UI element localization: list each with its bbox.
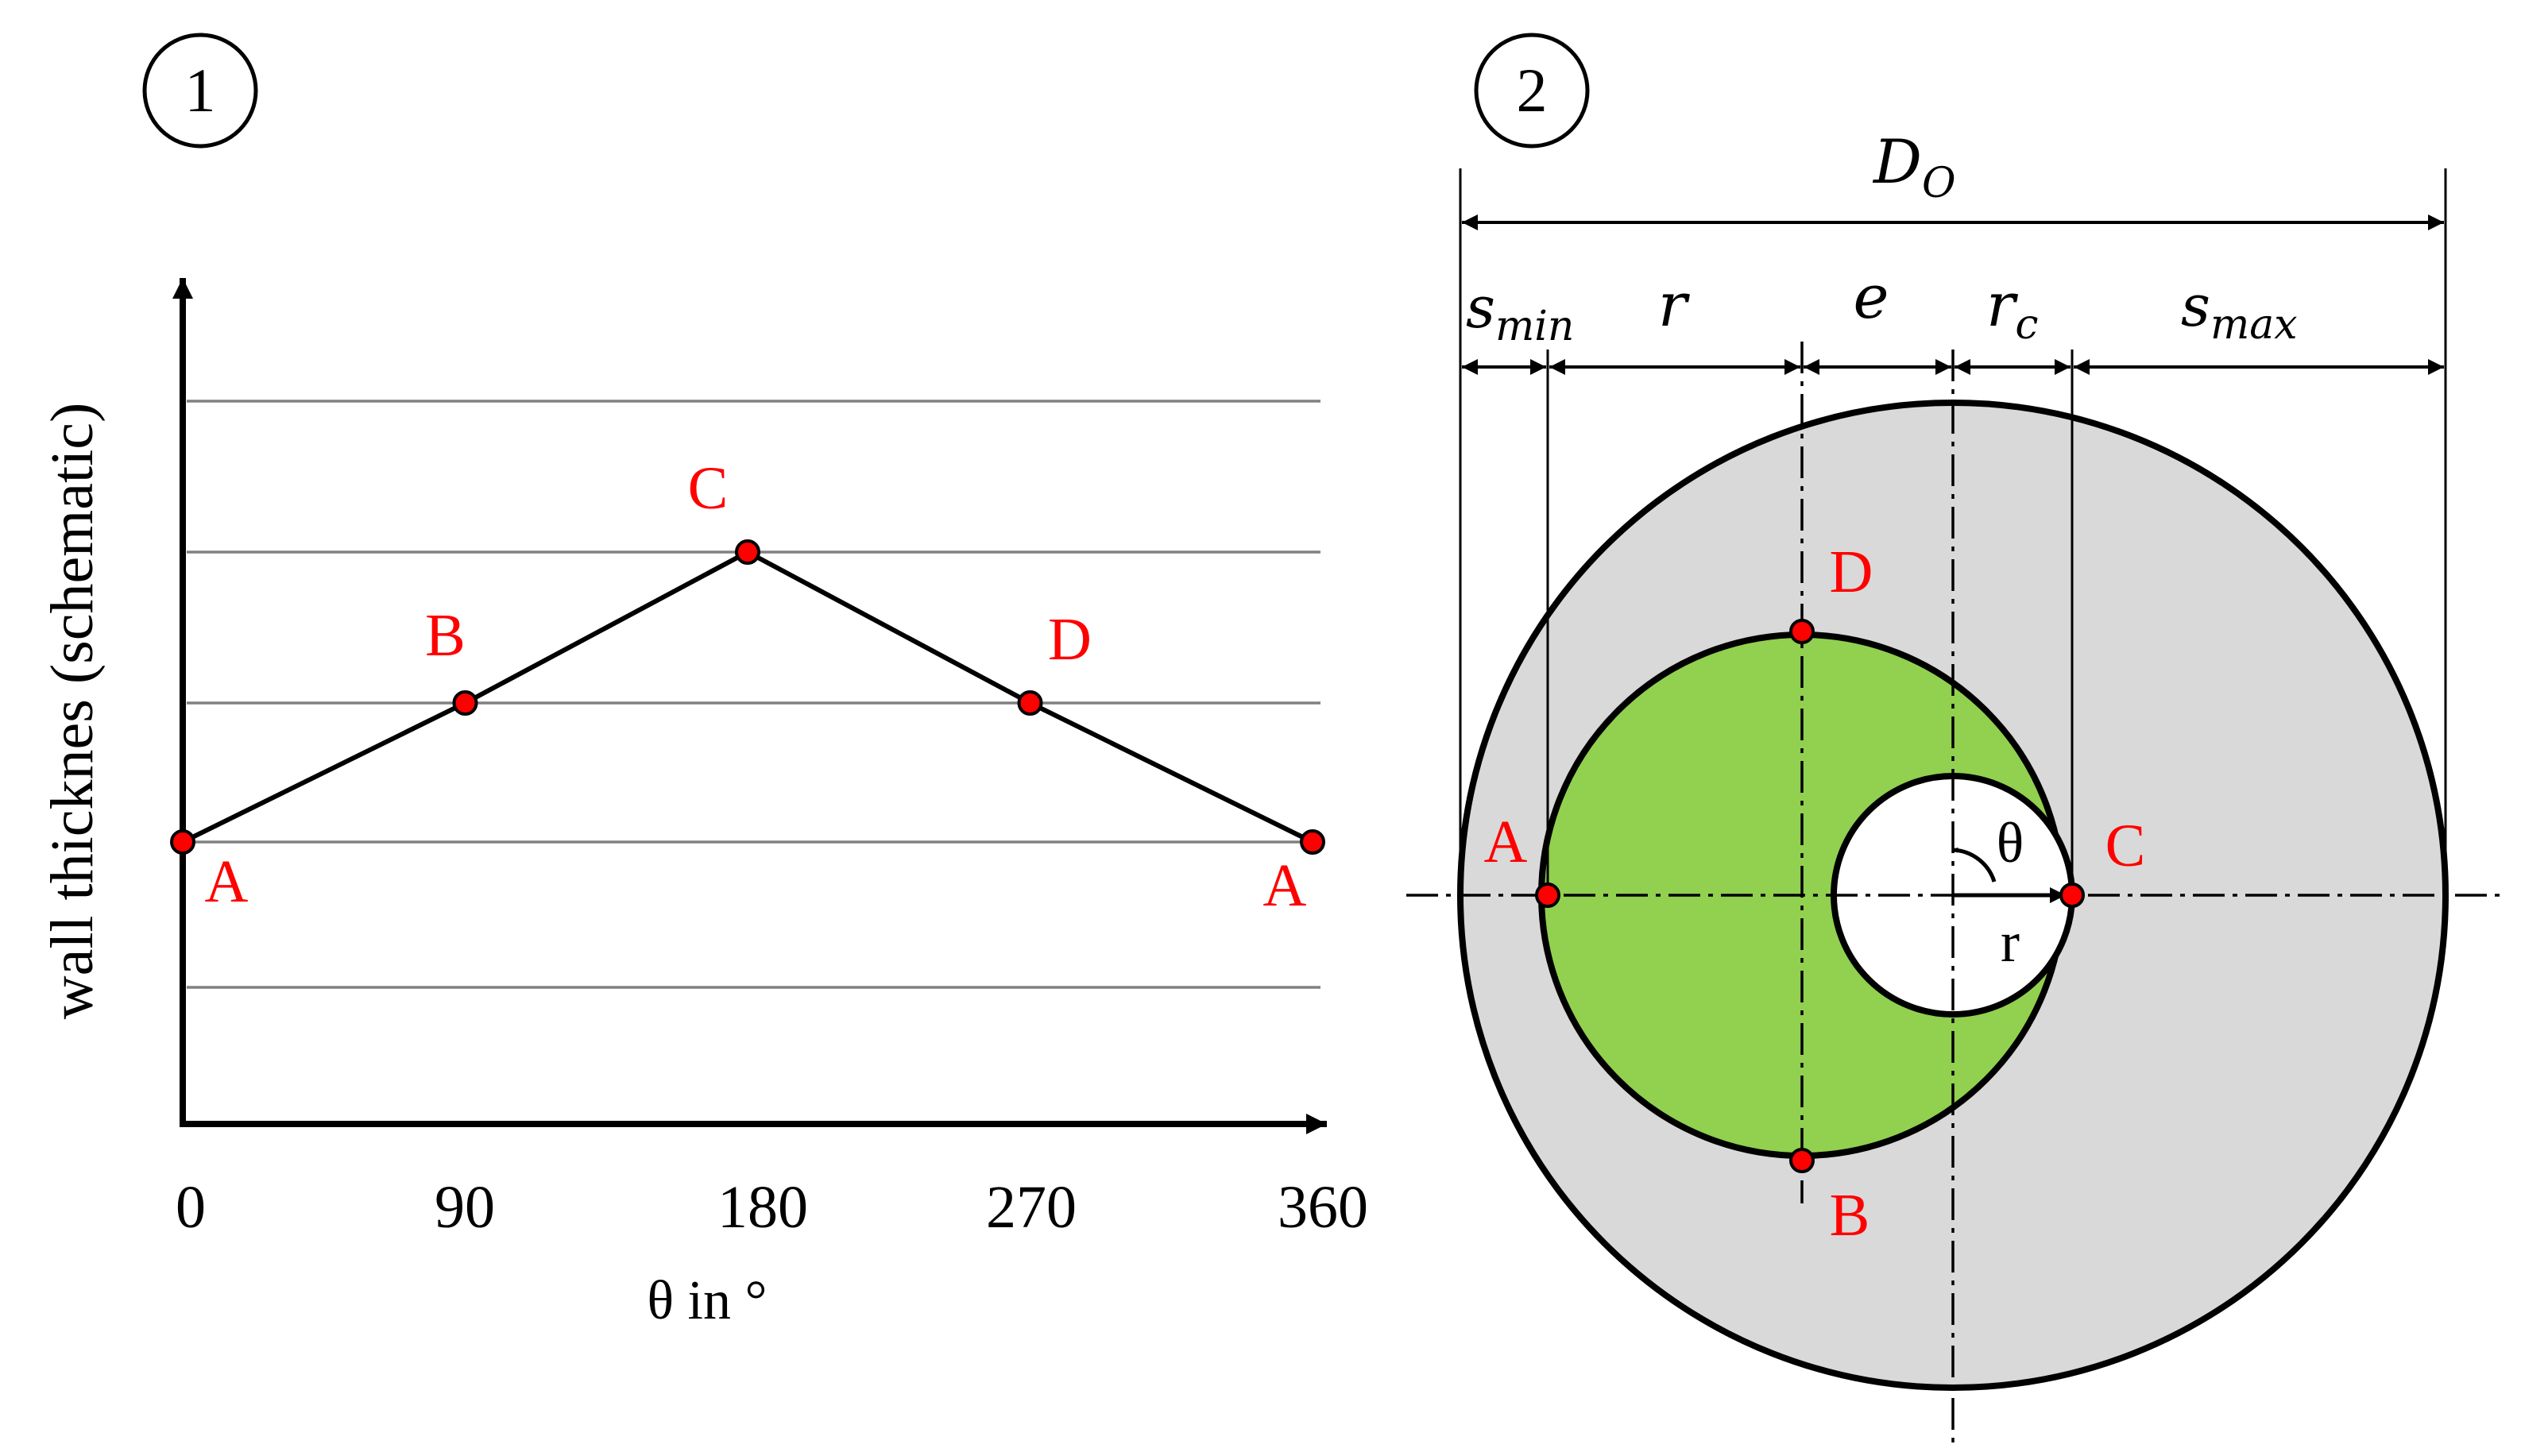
gridlines [187, 400, 1320, 989]
x-tick-label: 360 [1278, 1174, 1368, 1241]
label-e: e [1854, 261, 1889, 332]
data-point-label: B [425, 602, 466, 669]
x-tick-label: 180 [717, 1174, 808, 1241]
panel-1: 1 wall thicknes (schematic) 0 90 180 270 360… [39, 33, 1368, 1331]
panel-2-points [1535, 619, 2085, 1173]
point-C [2059, 882, 2085, 908]
wall-thickness-line [181, 549, 1314, 844]
label-point-D: D [1830, 539, 1873, 605]
panel-1-number-circle [142, 33, 258, 149]
x-axis-label: θ in ° [648, 1270, 768, 1331]
data-point-label: C [688, 455, 729, 522]
data-point [170, 829, 195, 855]
panel-2-number-circle [1474, 33, 1590, 149]
label-point-B: B [1830, 1182, 1870, 1249]
x-tick-label: 0 [176, 1174, 206, 1241]
label-smax: smax [2181, 272, 2298, 349]
point-A [1535, 882, 1560, 908]
x-tick-label: 90 [435, 1174, 495, 1241]
panel-2-number: 2 [1517, 56, 1548, 125]
data-point-label: A [205, 848, 249, 915]
y-axis-label: wall thicknes (schematic) [39, 403, 106, 1020]
label-rc: rc [1986, 269, 2038, 349]
label-theta: θ [1997, 811, 2024, 875]
label-r-vector: r [2001, 910, 2020, 974]
data-points [170, 539, 1325, 855]
extension-lines [1459, 168, 2447, 890]
point-labels: A B C D A [205, 455, 1307, 919]
data-point [1017, 690, 1043, 716]
panel-2-point-labels: A D C B [1484, 539, 2146, 1249]
data-point [1300, 829, 1325, 855]
label-point-C: C [2105, 813, 2146, 879]
data-point [452, 690, 478, 716]
label-smin: smin [1466, 274, 1574, 350]
data-point-label: A [1263, 852, 1307, 919]
point-D [1789, 619, 1815, 644]
panel-1-number: 1 [185, 56, 216, 125]
panel-2: 2 DO smin r [1406, 33, 2503, 1446]
label-outer-diameter: DO [1872, 126, 1956, 207]
label-point-A: A [1484, 809, 1528, 875]
theta-arc [1952, 847, 1997, 882]
x-tick-label: 270 [986, 1174, 1077, 1241]
data-point [735, 539, 760, 565]
x-tick-labels: 0 90 180 270 360 [176, 1174, 1368, 1241]
data-point-label: D [1048, 606, 1092, 673]
point-B [1789, 1148, 1815, 1173]
label-r: r [1658, 269, 1691, 340]
